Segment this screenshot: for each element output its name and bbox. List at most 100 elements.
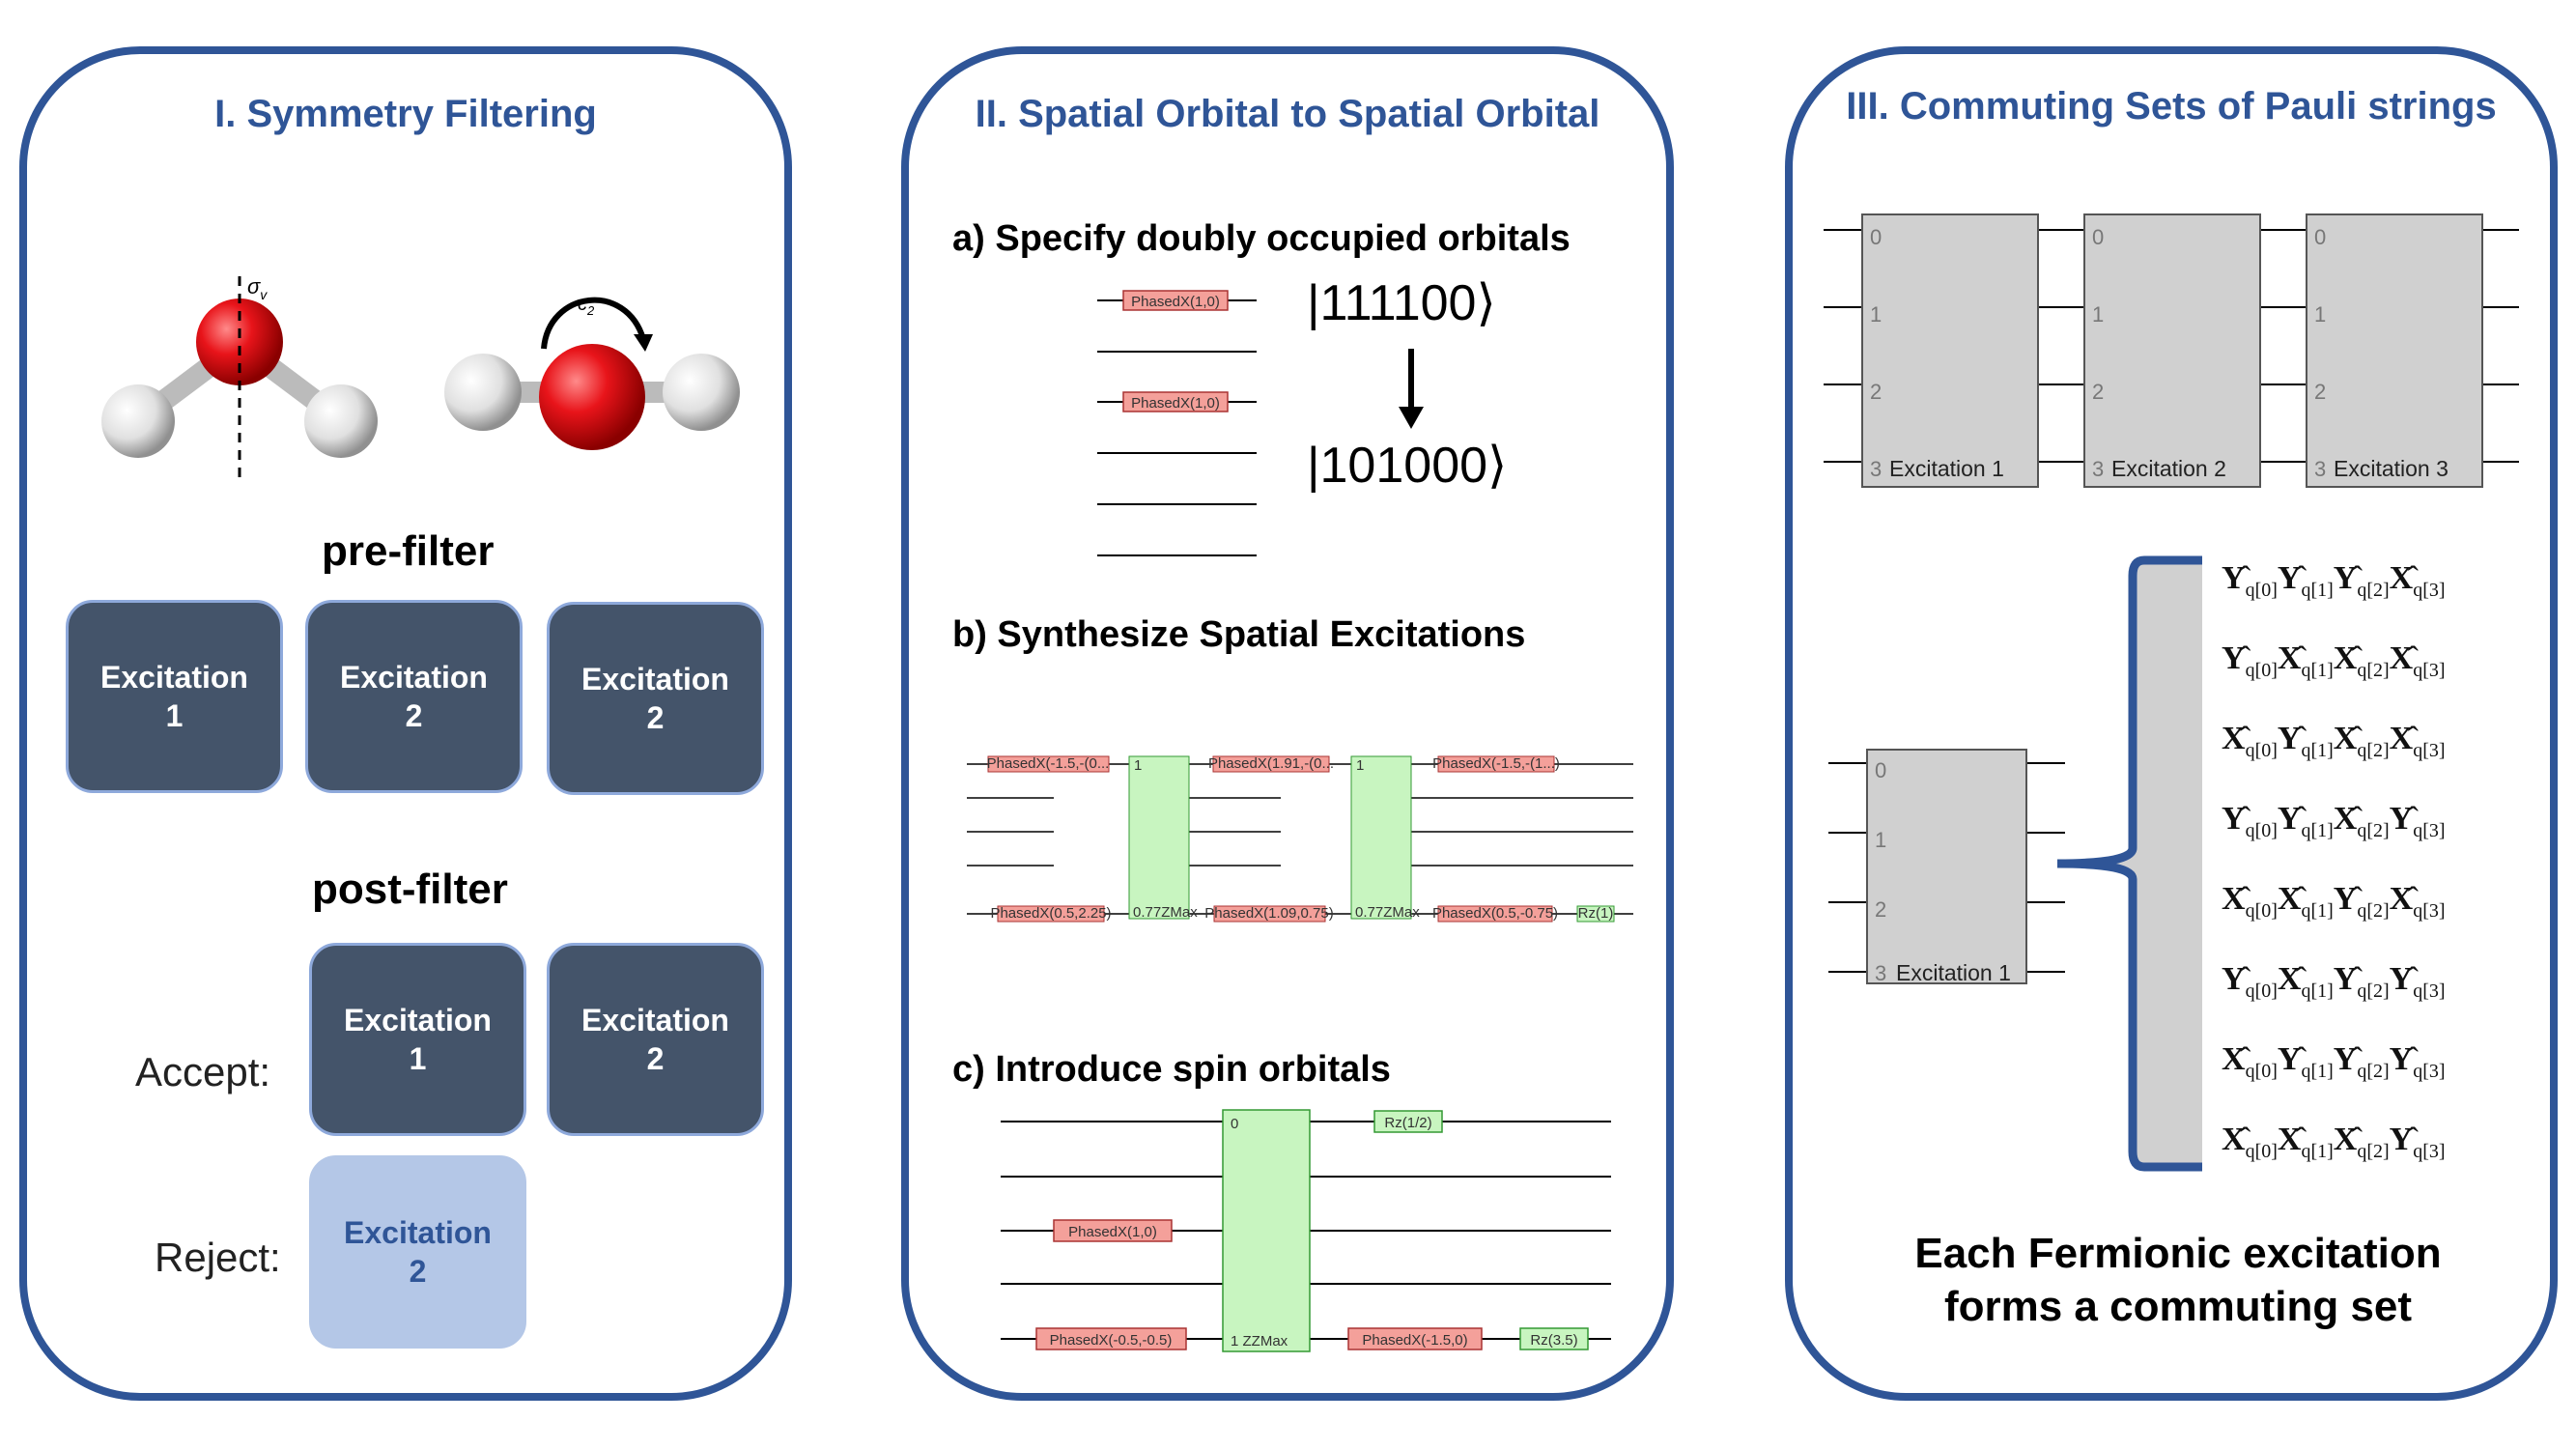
panel1-title: I. Symmetry Filtering <box>214 93 597 135</box>
pauli-string-row: X̂q[0]X̂q[1]Ŷq[2]X̂q[3] <box>2222 881 2446 922</box>
pauli-operator: Y <box>2222 961 2246 997</box>
svg-text:0.77ZMax: 0.77ZMax <box>1355 904 1420 921</box>
c2-label: c2 <box>578 294 595 318</box>
pauli-operator: Y <box>2389 961 2414 997</box>
panel-spatial-orbital: II. Spatial Orbital to Spatial Orbital a… <box>901 46 1674 1401</box>
pauli-operator: Y <box>2333 1041 2358 1077</box>
pauli-operator: X <box>2277 961 2302 997</box>
single-excitation-box: 0 1 2 3 Excitation 1 <box>1828 555 2202 1172</box>
gate-a1: PhasedX(1,0) <box>1131 294 1220 310</box>
pauli-operator: Y <box>2277 560 2302 596</box>
pauli-string-row: Ŷq[0]Ŷq[1]X̂q[2]Ŷq[3] <box>2222 801 2446 841</box>
pauli-string-row: Ŷq[0]X̂q[1]Ŷq[2]Ŷq[3] <box>2222 961 2446 1002</box>
svg-text:3: 3 <box>1870 457 1882 481</box>
pauli-operator: Y <box>2277 721 2302 756</box>
ket-initial: |111100⟩ <box>1307 276 1496 331</box>
pauli-operator: Y <box>2222 801 2246 837</box>
svg-text:0: 0 <box>1231 1116 1238 1132</box>
pauli-operator: X <box>2333 721 2358 756</box>
pauli-operator: X <box>2277 640 2302 676</box>
svg-text:3: 3 <box>1875 961 1886 985</box>
section-b-title: b) Synthesize Spatial Excitations <box>952 614 1526 655</box>
pauli-operator: X <box>2222 881 2246 917</box>
pauli-operator: Y <box>2333 560 2358 596</box>
box-label-2: Excitation 2 <box>2111 456 2226 481</box>
pauli-string-row: X̂q[0]X̂q[1]X̂q[2]Ŷq[3] <box>2222 1122 2446 1162</box>
pauli-operator: X <box>2389 881 2414 917</box>
svg-text:0.77ZMax: 0.77ZMax <box>1133 904 1198 921</box>
svg-text:PhasedX(1.91,-(0...: PhasedX(1.91,-(0... <box>1208 755 1334 772</box>
box-label-3: Excitation 3 <box>2334 456 2449 481</box>
svg-text:2: 2 <box>2092 380 2104 404</box>
pauli-operator: X <box>2389 721 2414 756</box>
pauli-operator: X <box>2222 1041 2246 1077</box>
pauli-operator: Y <box>2222 640 2246 676</box>
pauli-operator: Y <box>2389 801 2414 837</box>
svg-text:3: 3 <box>2092 457 2104 481</box>
pauli-string-row: X̂q[0]Ŷq[1]Ŷq[2]Ŷq[3] <box>2222 1041 2446 1082</box>
water-molecule-c2: c2 <box>444 294 740 450</box>
rotation-arrow-icon <box>541 297 646 350</box>
svg-text:PhasedX(0.5,-0.75): PhasedX(0.5,-0.75) <box>1432 905 1558 922</box>
excitation-boxes: 0 1 2 3 0 1 2 3 0 1 2 3 Excitation 1 Exc… <box>1824 213 2519 488</box>
svg-text:PhasedX(-1.5,0): PhasedX(-1.5,0) <box>1362 1332 1467 1349</box>
pauli-operator: Y <box>2277 1041 2302 1077</box>
svg-text:PhasedX(-1.5,-(0...: PhasedX(-1.5,-(0... <box>987 755 1110 772</box>
svg-text:1: 1 <box>1870 302 1882 327</box>
panel3-caption: Each Fermionic excitation forms a commut… <box>1914 1230 2442 1330</box>
svg-text:Rz(1/2): Rz(1/2) <box>1384 1115 1431 1131</box>
svg-text:0: 0 <box>2314 225 2326 249</box>
svg-text:0: 0 <box>1870 225 1882 249</box>
svg-text:PhasedX(1,0): PhasedX(1,0) <box>1068 1224 1157 1240</box>
panel-symmetry-filtering: I. Symmetry Filtering σv <box>19 46 792 1401</box>
section-c-title: c) Introduce spin orbitals <box>952 1049 1391 1090</box>
pauli-string-row: Ŷq[0]X̂q[1]X̂q[2]X̂q[3] <box>2222 640 2446 681</box>
svg-text:PhasedX(-1.5,-(1...): PhasedX(-1.5,-(1...) <box>1432 755 1560 772</box>
water-molecule-sigma: σv <box>101 274 378 479</box>
svg-text:Rz(1): Rz(1) <box>1578 905 1614 922</box>
accept-label: Accept: <box>135 1049 271 1094</box>
svg-text:1: 1 <box>2314 302 2326 327</box>
pauli-operator: Y <box>2389 1122 2414 1157</box>
pauli-operator: Y <box>2389 1041 2414 1077</box>
pauli-operator: X <box>2389 640 2414 676</box>
pauli-operator: Y <box>2277 801 2302 837</box>
pauli-string-row: X̂q[0]Ŷq[1]X̂q[2]X̂q[3] <box>2222 721 2446 761</box>
pauli-operator: X <box>2277 1122 2302 1157</box>
panel2-title: II. Spatial Orbital to Spatial Orbital <box>975 93 1600 135</box>
pauli-operator: X <box>2222 721 2246 756</box>
pauli-string-row: Ŷq[0]Ŷq[1]Ŷq[2]X̂q[3] <box>2222 560 2446 601</box>
ket-final: |101000⟩ <box>1307 438 1507 494</box>
svg-text:3: 3 <box>2314 457 2326 481</box>
reject-label: Reject: <box>155 1235 281 1280</box>
svg-text:1: 1 <box>1875 828 1886 852</box>
down-arrow-icon <box>1399 407 1424 429</box>
postfilter-title: post-filter <box>312 866 508 913</box>
pauli-operator: Y <box>2333 881 2358 917</box>
svg-text:1: 1 <box>2092 302 2104 327</box>
curly-brace-icon <box>2084 560 2202 1167</box>
gate-a2: PhasedX(1,0) <box>1131 395 1220 412</box>
svg-text:0: 0 <box>2092 225 2104 249</box>
svg-text:1 ZZMax: 1 ZZMax <box>1231 1333 1288 1350</box>
pauli-operator: X <box>2277 881 2302 917</box>
box-label-1: Excitation 1 <box>1889 456 2004 481</box>
svg-text:Rz(3.5): Rz(3.5) <box>1530 1332 1577 1349</box>
single-box-label: Excitation 1 <box>1896 960 2011 985</box>
section-a-title: a) Specify doubly occupied orbitals <box>952 218 1571 259</box>
panel3-title: III. Commuting Sets of Pauli strings <box>1846 85 2497 128</box>
svg-text:2: 2 <box>1875 897 1886 922</box>
pauli-operator: X <box>2333 1122 2358 1157</box>
prefilter-title: pre-filter <box>322 527 495 575</box>
sigma-label: σv <box>247 274 268 302</box>
svg-text:2: 2 <box>2314 380 2326 404</box>
pauli-operator: Y <box>2333 961 2358 997</box>
circuit-a: PhasedX(1,0) PhasedX(1,0) |111100⟩ |1010… <box>1097 276 1507 556</box>
svg-text:PhasedX(-0.5,-0.5): PhasedX(-0.5,-0.5) <box>1050 1332 1173 1349</box>
